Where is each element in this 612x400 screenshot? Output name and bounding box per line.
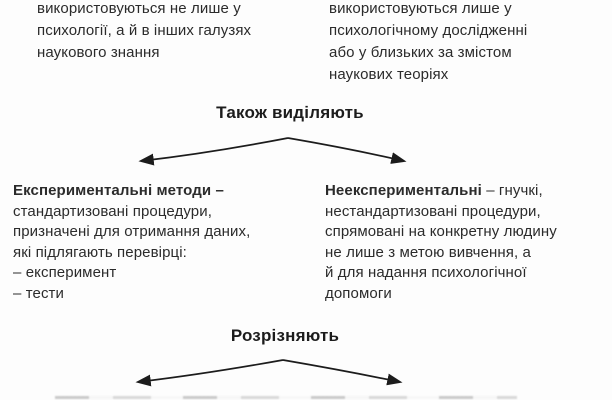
- section-heading-also: Також виділяють: [216, 103, 364, 122]
- branch-arrows-top: [138, 137, 407, 166]
- arrow-right-line: [282, 359, 403, 386]
- experimental-methods-title: Експериментальні методи –: [13, 182, 224, 199]
- section-heading-distinguish: Розрізняють: [230, 326, 340, 345]
- arrow-left-line: [135, 359, 284, 387]
- list-item: – експеримент: [13, 264, 117, 281]
- text-line: призначені для отримання даних,: [13, 223, 251, 240]
- cutoff-next-row-artifact: [55, 396, 517, 399]
- text-line: використовуються не лише у: [37, 0, 241, 17]
- text-line: які підлягають перевірці:: [13, 243, 187, 261]
- experimental-methods-block: Експериментальні методи – стандартизован…: [13, 181, 250, 304]
- arrow-right-line: [287, 137, 407, 164]
- nonexperimental-methods-title: Неекспериментальні – гнучкі,: [325, 181, 557, 202]
- text-line: наукового знання: [37, 44, 160, 61]
- top-left-description: використовуються не лише у психології, а…: [37, 0, 251, 64]
- text-line: не лише з метою вивчення, а: [325, 243, 531, 261]
- text-line: спрямовані на конкретну людину: [325, 223, 557, 240]
- title-bold-part: Неекспериментальні: [325, 182, 482, 199]
- title-rest-part: – гнучкі,: [481, 182, 543, 199]
- text-line: допомоги: [325, 284, 392, 302]
- text-line: або у близьких за змістом: [329, 44, 512, 61]
- text-line: нестандартизовані процедури,: [325, 202, 541, 220]
- list-item: – тести: [13, 284, 65, 302]
- text-line: психологічному дослідженні: [329, 22, 528, 39]
- text-line: наукових теоріях: [329, 66, 449, 83]
- arrow-left-line: [138, 137, 289, 166]
- branch-arrows-bottom: [135, 359, 403, 387]
- text-line: психології, а й в інших галузях: [37, 22, 252, 39]
- nonexperimental-methods-block: Неекспериментальні – гнучкі, нестандарти…: [325, 181, 557, 304]
- text-line: й для надання психологічної: [325, 264, 527, 281]
- text-line: стандартизовані процедури,: [13, 202, 212, 220]
- top-right-description: використовуються лише у психологічному д…: [329, 0, 527, 86]
- text-line: використовуються лише у: [329, 0, 512, 17]
